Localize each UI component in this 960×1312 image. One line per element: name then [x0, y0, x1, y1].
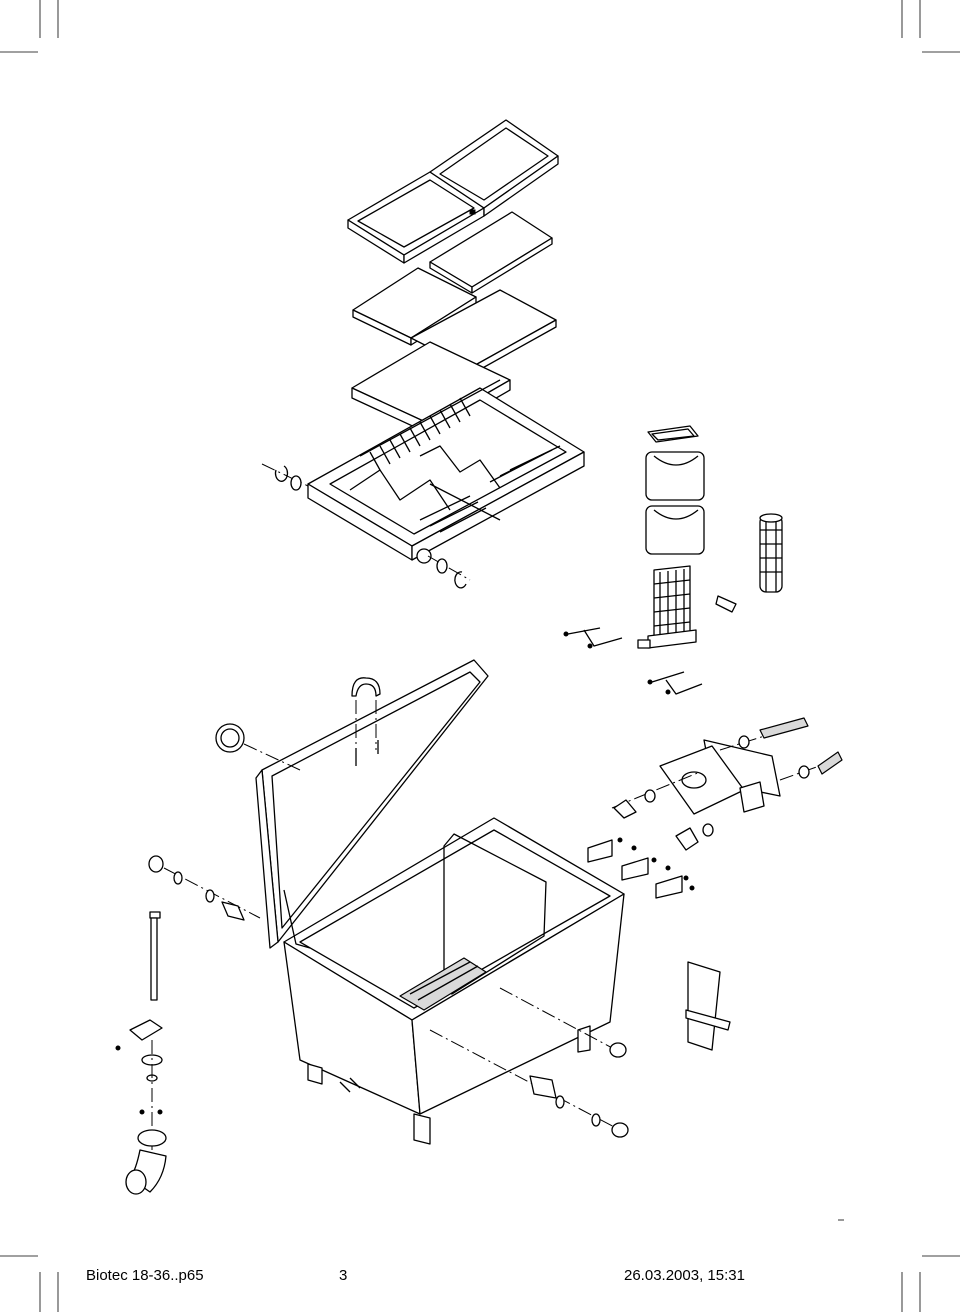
- footer-timestamp: 26.03.2003, 15:31: [624, 1267, 745, 1284]
- hose-connectors-right: [613, 717, 843, 851]
- filter-lid-panels: [347, 119, 559, 264]
- drain-elbow: [125, 1109, 167, 1195]
- outlet-fittings: [429, 987, 629, 1138]
- filter-sponge-top: [429, 211, 553, 294]
- cartridge-rack: [637, 565, 697, 649]
- drain-rod-assembly: [115, 911, 163, 1150]
- left-hose-fittings: [148, 855, 261, 921]
- footer-filename: Biotec 18-36..p65: [86, 1267, 204, 1284]
- filter-box-body: [283, 817, 625, 1145]
- filter-tray: [307, 379, 585, 564]
- tube-filter-element: [715, 513, 783, 613]
- mounting-clips-upper: [563, 627, 703, 695]
- wall-bracket: [685, 961, 731, 1051]
- sponge-cartridges: [645, 425, 705, 555]
- tray-side-fittings: [261, 463, 471, 589]
- mounting-clips-lower: [587, 837, 695, 899]
- filter-sponge-middle: [352, 267, 557, 376]
- box-cover: [255, 659, 489, 949]
- cover-seal-ring: [215, 723, 301, 771]
- inlet-manifold: [611, 727, 837, 815]
- footer-page-number: 3: [339, 1267, 348, 1284]
